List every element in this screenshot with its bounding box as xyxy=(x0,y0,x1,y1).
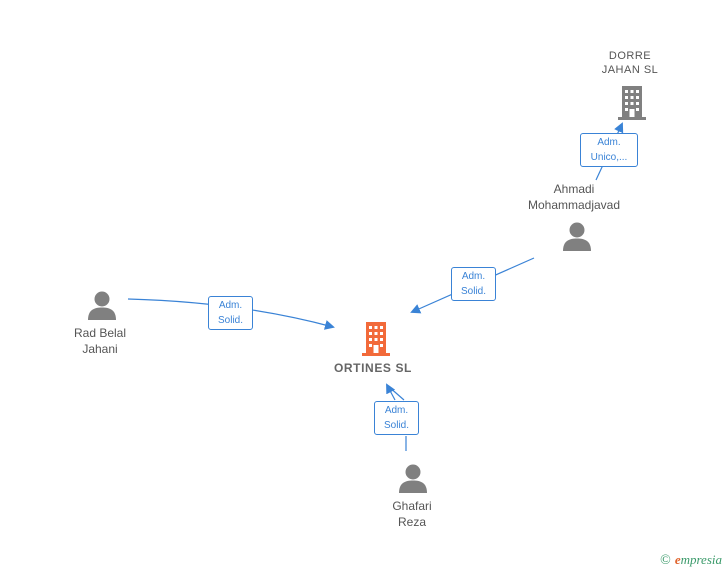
edge-label-ghafari-ortines[interactable]: Adm. Solid. xyxy=(374,401,419,435)
person-icon[interactable] xyxy=(398,464,428,493)
brand-initial: e xyxy=(674,552,681,567)
building-icon[interactable] xyxy=(616,86,648,120)
copyright-symbol: © xyxy=(660,553,671,568)
empresia-watermark: ©empresia xyxy=(660,552,722,569)
ahmadi-label[interactable]: Ahmadi Mohammadjavad xyxy=(527,182,621,212)
ortines-sl-label[interactable]: ORTINES SL xyxy=(333,361,412,375)
building-icon[interactable] xyxy=(360,322,392,356)
dorre-jahan-label[interactable]: DORRE JAHAN SL xyxy=(601,50,659,76)
edge-label-ahmadi-ortines[interactable]: Adm. Solid. xyxy=(451,267,496,301)
brand-name: mpresia xyxy=(680,552,722,567)
person-icon[interactable] xyxy=(562,222,592,251)
edge-label-rad-ortines[interactable]: Adm. Solid. xyxy=(208,296,253,330)
edge-label-ahmadi-dorre[interactable]: Adm. Unico,... xyxy=(580,133,638,167)
person-icon[interactable] xyxy=(87,291,117,320)
ghafari-reza-label[interactable]: Ghafari Reza xyxy=(392,499,432,529)
rad-belal-label[interactable]: Rad Belal Jahani xyxy=(73,326,127,356)
edge-ghafari-ortines-arrow xyxy=(386,383,396,401)
